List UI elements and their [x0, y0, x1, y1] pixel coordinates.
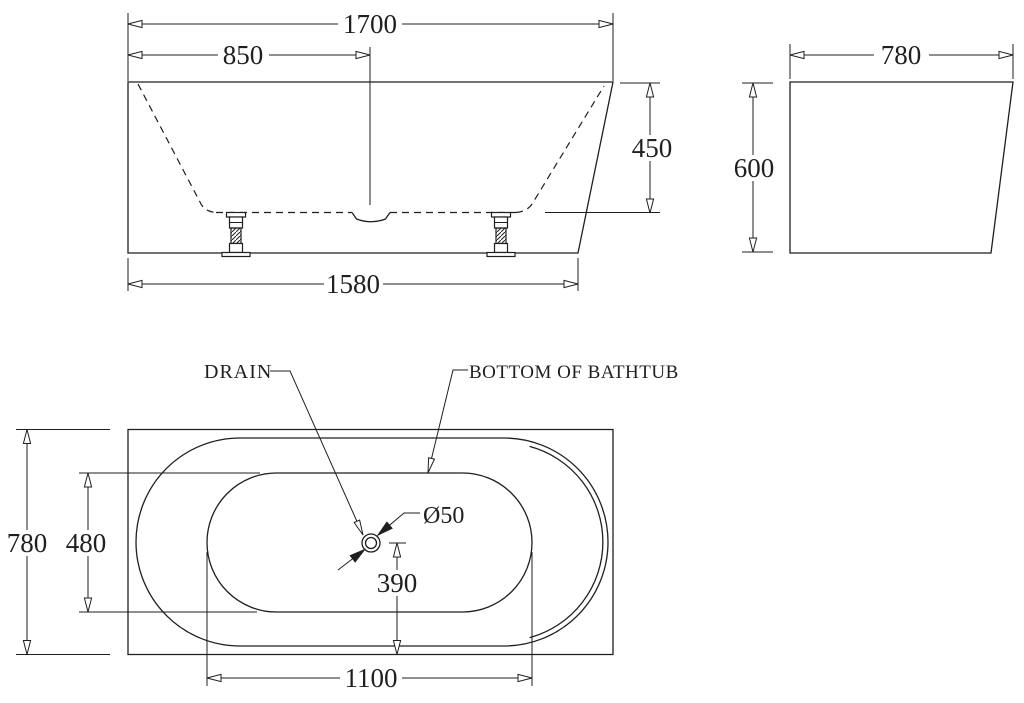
- dim-480-text: 480: [66, 528, 107, 558]
- basin-hidden-right: [515, 85, 605, 214]
- drain-diameter-callout: Ø50: [337, 503, 464, 571]
- tub-front-outline: [127, 81, 614, 254]
- dim-600-text: 600: [734, 153, 775, 183]
- waste-outlet-front: [351, 212, 391, 223]
- dim-side-width: 780: [789, 40, 1014, 79]
- dim-780-plan-text: 780: [7, 528, 48, 558]
- dim-plan-width: 780: [4, 429, 110, 655]
- bottom-of-bathtub-label: BOTTOM OF BATHTUB: [469, 362, 679, 383]
- dim-drain-from-end: 850: [127, 40, 371, 70]
- dim-overall-length: 1700: [127, 9, 614, 81]
- side-view: 780 600: [730, 40, 1014, 254]
- dim-inner-length: 1100: [206, 552, 533, 693]
- dim-inner-depth: 450: [545, 82, 674, 214]
- drain-inner-circle: [364, 536, 378, 550]
- tub-side-outline: [789, 81, 1014, 254]
- drain-label: DRAIN: [204, 361, 272, 383]
- dim-450-text: 450: [632, 133, 673, 163]
- dim-850-text: 850: [223, 40, 264, 70]
- dim-inner-width: 480: [63, 472, 260, 613]
- tub-plan-outline: [127, 428, 614, 656]
- basin-bottom-outline: [206, 472, 533, 613]
- dim-780-side-text: 780: [881, 40, 922, 70]
- plan-view: DRAIN BOTTOM OF BATHTUB Ø50 780: [4, 361, 679, 693]
- drain-callout: DRAIN: [204, 361, 364, 536]
- drain-diameter-label: Ø50: [423, 503, 464, 529]
- dim-390-text: 390: [377, 568, 418, 598]
- drain-outer-circle: [361, 533, 381, 553]
- front-elevation-view: 1700 850 450 1580: [127, 9, 674, 299]
- bottom-of-bathtub-callout: BOTTOM OF BATHTUB: [427, 362, 679, 474]
- foot-right: [486, 211, 516, 258]
- dim-1100-text: 1100: [345, 663, 398, 693]
- foot-left: [221, 211, 251, 258]
- rim-inner-edge-arc: [529, 445, 604, 639]
- dim-1700-text: 1700: [343, 9, 397, 39]
- dim-side-height: 600: [730, 82, 778, 253]
- dim-1580-text: 1580: [326, 269, 380, 299]
- basin-hidden-left: [137, 83, 217, 214]
- dim-base-length: 1580: [127, 258, 579, 299]
- rim-outline: [135, 437, 609, 647]
- dim-drain-to-edge: 390: [374, 542, 420, 655]
